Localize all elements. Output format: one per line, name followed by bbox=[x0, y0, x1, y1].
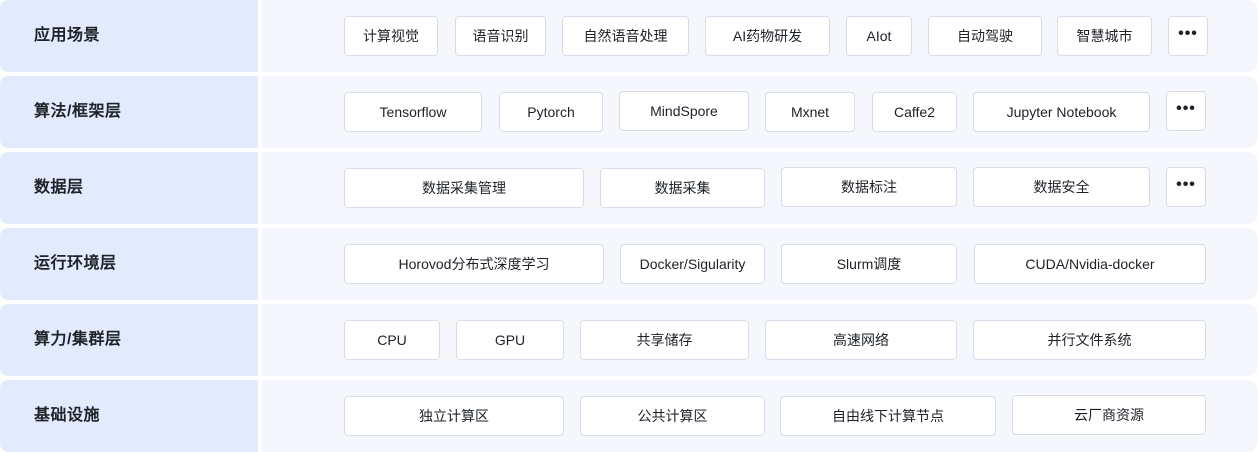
layer-item-chip[interactable]: 高速网络 bbox=[765, 320, 957, 360]
layer-item-chip[interactable]: 独立计算区 bbox=[344, 396, 564, 436]
layer-item-chip[interactable]: 自动驾驶 bbox=[928, 16, 1042, 56]
layer-label-panel: 应用场景 bbox=[0, 0, 258, 72]
layer-item-chip[interactable]: MindSpore bbox=[619, 91, 749, 131]
layer-row: 算力/集群层 CPU GPU 共享储存高速网络并行文件系统 bbox=[0, 304, 1258, 376]
layer-label-panel: 运行环境层 bbox=[0, 228, 258, 300]
layer-item-chip[interactable]: Pytorch bbox=[499, 92, 603, 132]
more-button[interactable]: ••• bbox=[1166, 91, 1206, 131]
layer-item-chip[interactable]: AIot bbox=[846, 16, 912, 56]
layer-label: 算力/集群层 bbox=[34, 331, 122, 348]
layer-item-chip[interactable]: CPU bbox=[344, 320, 440, 360]
layer-item-chip[interactable]: 云厂商资源 bbox=[1012, 395, 1206, 435]
layer-row: 基础设施 独立计算区公共计算区自由线下计算节点云厂商资源 bbox=[0, 380, 1258, 452]
layer-item-chip[interactable]: Horovod分布式深度学习 bbox=[344, 244, 604, 284]
layer-item-chip[interactable]: 数据安全 bbox=[973, 167, 1150, 207]
layer-item-chip[interactable]: Jupyter Notebook bbox=[973, 92, 1150, 132]
layer-row: 数据层 数据采集管理数据采集数据标注数据安全 ••• bbox=[0, 152, 1258, 224]
layer-item-chip[interactable]: Docker/Sigularity bbox=[620, 244, 765, 284]
layer-item-chip[interactable]: 计算视觉 bbox=[344, 16, 438, 56]
layer-item-chip[interactable]: 自由线下计算节点 bbox=[780, 396, 996, 436]
layer-item-chip[interactable]: 数据采集管理 bbox=[344, 168, 584, 208]
layer-item-chip[interactable]: 共享储存 bbox=[580, 320, 749, 360]
layer-label: 运行环境层 bbox=[34, 255, 117, 272]
layer-item-chip[interactable]: Tensorflow bbox=[344, 92, 482, 132]
layer-item-chip[interactable]: 数据采集 bbox=[600, 168, 765, 208]
layer-item-chip[interactable]: 数据标注 bbox=[781, 167, 957, 207]
layer-label: 基础设施 bbox=[34, 407, 101, 424]
layer-item-chip[interactable]: CUDA/Nvidia-docker bbox=[974, 244, 1206, 284]
layer-label-panel: 基础设施 bbox=[0, 380, 258, 452]
layer-item-chip[interactable]: Slurm调度 bbox=[781, 244, 957, 284]
layer-label-panel: 算力/集群层 bbox=[0, 304, 258, 376]
layer-item-chip[interactable]: Mxnet bbox=[765, 92, 855, 132]
layer-item-chip[interactable]: 并行文件系统 bbox=[973, 320, 1206, 360]
layer-item-chip[interactable]: GPU bbox=[456, 320, 564, 360]
layer-label: 算法/框架层 bbox=[34, 103, 122, 120]
layer-item-chip[interactable]: 语音识别 bbox=[455, 16, 546, 56]
layer-item-chip[interactable]: 智慧城市 bbox=[1057, 16, 1152, 56]
layer-label: 应用场景 bbox=[34, 27, 101, 44]
layer-row: 运行环境层 Horovod分布式深度学习 Docker/Sigularity Slur… bbox=[0, 228, 1258, 300]
layer-label-panel: 数据层 bbox=[0, 152, 258, 224]
layer-label-panel: 算法/框架层 bbox=[0, 76, 258, 148]
layer-label: 数据层 bbox=[34, 179, 84, 196]
layer-item-chip[interactable]: AI药物研发 bbox=[705, 16, 830, 56]
layer-item-chip[interactable]: 自然语音处理 bbox=[562, 16, 689, 56]
more-button[interactable]: ••• bbox=[1166, 167, 1206, 207]
layer-item-chip[interactable]: 公共计算区 bbox=[580, 396, 765, 436]
more-button[interactable]: ••• bbox=[1168, 16, 1208, 56]
layer-item-chip[interactable]: Caffe2 bbox=[872, 92, 957, 132]
layer-row: 算法/框架层 Tensorflow Pytorch MindSpore Mxnet Caf… bbox=[0, 76, 1258, 148]
layer-row: 应用场景 计算视觉语音识别自然语音处理 AI药物研发 AIot 自动驾驶智慧城市 ••• bbox=[0, 0, 1258, 72]
